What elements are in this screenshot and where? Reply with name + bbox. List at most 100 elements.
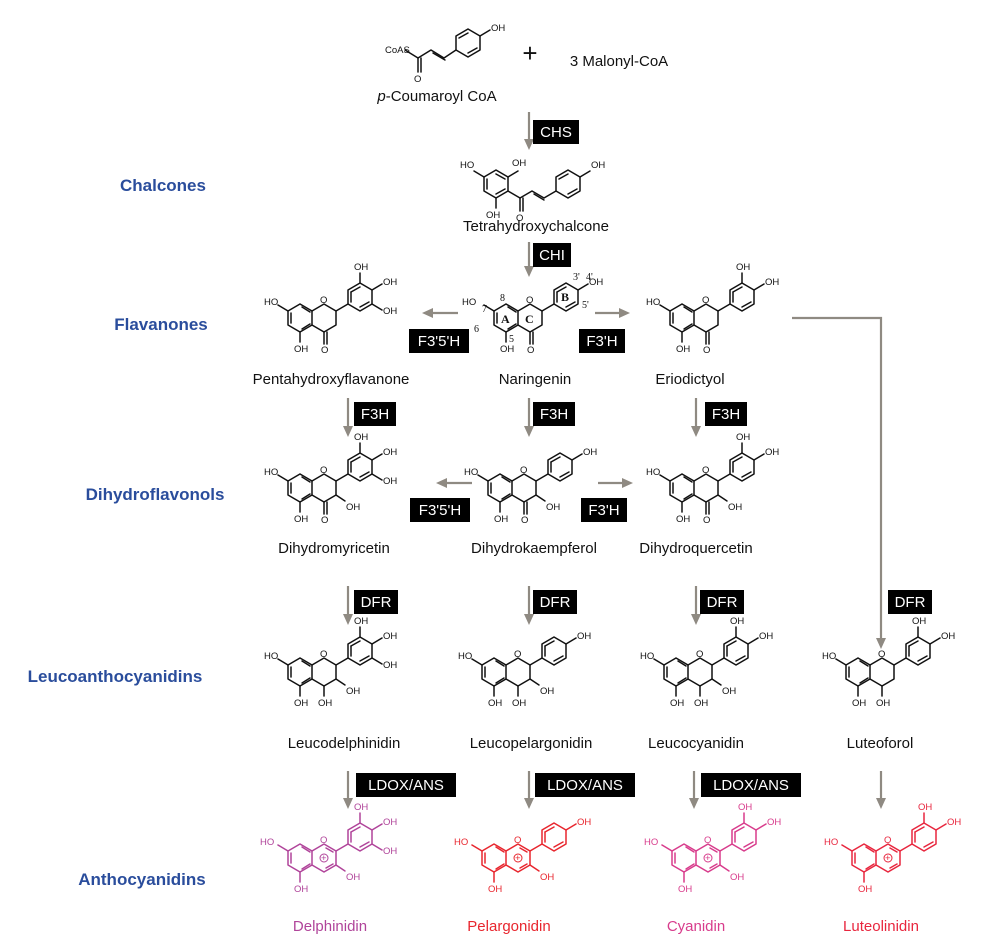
plus-sign: +: [522, 38, 537, 68]
arrow-eriodictyol-luteoforol: [792, 316, 886, 649]
compound-dihydroquercetin: Dihydroquercetin: [639, 540, 752, 557]
enzyme-f35h-2: F3'5'H: [419, 502, 461, 519]
oh-atom: OH: [354, 802, 368, 813]
oh-atom: OH: [383, 476, 397, 487]
oh-atom: OH: [765, 277, 779, 288]
position-6: 6: [474, 324, 479, 335]
enzyme-f3h-c: F3H: [712, 406, 740, 423]
oh-atom: OH: [294, 344, 308, 355]
enzyme-chi: CHI: [539, 247, 565, 264]
leucocyanidin-structure: O HO OH OH OH OH OH: [640, 616, 773, 709]
oh-atom: OH: [383, 447, 397, 458]
oh-atom: OH: [488, 698, 502, 709]
ho-atom: HO: [264, 297, 278, 308]
oh-atom: OH: [918, 802, 932, 813]
enzyme-f3h-1: F3'H: [586, 333, 617, 350]
arrow-chi: [524, 242, 534, 277]
oh-atom: OH: [491, 23, 505, 34]
arrow-f35h-1: [422, 308, 458, 318]
o-atom: O: [516, 213, 523, 224]
oh-atom: OH: [318, 698, 332, 709]
oh-atom: OH: [730, 872, 744, 883]
oh-atom: OH: [676, 514, 690, 525]
o-atom: O: [703, 345, 710, 356]
class-label-leucoanthocyanidins: Leucoanthocyanidins: [28, 667, 203, 686]
oh-atom: OH: [383, 817, 397, 828]
arrow-ldox-a: [343, 771, 353, 809]
compound-tetrahydroxychalcone: Tetrahydroxychalcone: [463, 218, 609, 235]
ho-atom: HO: [464, 467, 478, 478]
o-ring-atom: O: [520, 465, 527, 476]
arrow-f3h-a: [343, 398, 353, 437]
oh-atom: OH: [354, 616, 368, 627]
o-ring-atom: O: [320, 835, 327, 846]
compound-coumaroyl-coa: p-Coumaroyl CoA: [376, 88, 496, 105]
oh-atom: OH: [583, 447, 597, 458]
compound-pentahydroxyflavanone: Pentahydroxyflavanone: [253, 371, 410, 388]
oh-atom: OH: [676, 344, 690, 355]
o-ring-atom: O: [704, 835, 711, 846]
ho-atom: HO: [824, 837, 838, 848]
coumaroyl-coa-structure: CoAS OH O: [385, 23, 505, 85]
o-atom: O: [527, 345, 534, 356]
enzyme-ldox-c: LDOX/ANS: [713, 777, 789, 794]
arrow-f3h-1: [595, 308, 630, 318]
enzyme-dfr-b: DFR: [540, 594, 571, 611]
arrow-dfr-b: [524, 586, 534, 625]
o-ring-atom: O: [514, 835, 521, 846]
arrow-f3h-b: [524, 398, 534, 437]
enzyme-box-f35h-1: [409, 329, 469, 353]
pentahydroxyflavanone-structure: O HO OH O OH OH OH: [264, 262, 397, 356]
oh-atom: OH: [589, 277, 603, 288]
o-ring-atom: O: [320, 295, 327, 306]
arrow-f3h-2: [598, 478, 633, 488]
enzyme-box-ldox-c: [701, 773, 801, 797]
arrow-chs: [524, 112, 534, 150]
enzyme-box-dfr-a: [354, 590, 398, 614]
arrow-f35h-2: [436, 478, 472, 488]
oh-atom: OH: [858, 884, 872, 895]
o-atom: O: [521, 515, 528, 526]
enzyme-box-chi: [533, 243, 571, 267]
leucopelargonidin-structure: O HO OH OH OH OH: [458, 631, 591, 709]
arrow-dfr-c: [691, 586, 701, 625]
oh-atom: OH: [694, 698, 708, 709]
enzyme-box-ldox-a: [356, 773, 456, 797]
oh-atom: OH: [678, 884, 692, 895]
ring-c-label: C: [525, 312, 534, 326]
position-7: 7: [482, 304, 487, 315]
luteolinidin-structure: O + HO OH OH OH: [824, 802, 961, 895]
delphinidin-structure: O + HO OH OH OH OH OH: [260, 802, 397, 895]
oh-atom: OH: [852, 698, 866, 709]
ho-atom: HO: [264, 467, 278, 478]
o-ring-atom: O: [702, 295, 709, 306]
oh-atom: OH: [486, 210, 500, 221]
oh-atom: OH: [500, 344, 514, 355]
ho-atom: HO: [646, 467, 660, 478]
o-ring-atom: O: [878, 649, 885, 660]
enzyme-dfr-d: DFR: [895, 594, 926, 611]
plus-charge: +: [705, 853, 711, 864]
tetrahydroxychalcone-structure: HO OH OH O OH: [460, 158, 605, 224]
luteoforol-structure: O HO OH OH OH OH: [822, 616, 955, 709]
dihydroquercetin-structure: O HO OH O OH OH OH: [646, 432, 779, 526]
oh-atom: OH: [383, 631, 397, 642]
oh-atom: OH: [383, 846, 397, 857]
oh-atom: OH: [912, 616, 926, 627]
o-ring-atom: O: [702, 465, 709, 476]
enzyme-box-f3h-b: [533, 402, 575, 426]
enzyme-dfr-a: DFR: [361, 594, 392, 611]
ring-a-label: A: [501, 312, 510, 326]
enzyme-box-f35h-2: [410, 498, 470, 522]
o-ring-atom: O: [526, 295, 533, 306]
oh-atom: OH: [670, 698, 684, 709]
oh-atom: OH: [941, 631, 955, 642]
dihydromyricetin-structure: O HO OH O OH OH OH OH: [264, 432, 397, 526]
oh-atom: OH: [765, 447, 779, 458]
oh-atom: OH: [540, 686, 554, 697]
ring-b-label: B: [561, 290, 569, 304]
oh-atom: OH: [722, 686, 736, 697]
oh-atom: OH: [736, 432, 750, 443]
enzyme-box-f3h-2: [581, 498, 627, 522]
leucodelphinidin-structure: O HO OH OH OH OH OH OH: [264, 616, 397, 709]
